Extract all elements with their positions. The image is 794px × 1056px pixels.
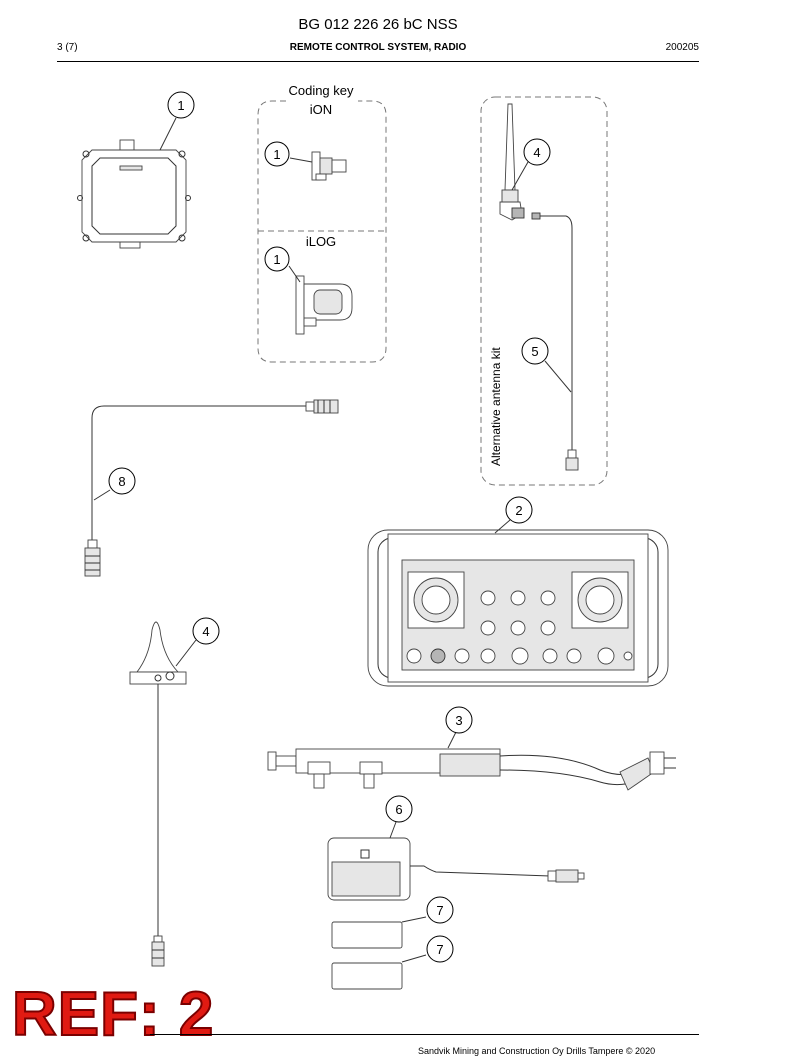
section-title: REMOTE CONTROL SYSTEM, RADIO [289,42,467,53]
footer-rule [150,1034,699,1035]
ion-coding-key [289,151,347,181]
coding-key-ilog-label: iLOG [306,234,336,249]
callout-2-control-unit: 2 [505,496,533,524]
battery-charger [327,821,585,901]
battery-bottom [331,954,427,990]
coding-key-title: Coding key [288,83,354,98]
svg-text:4: 4 [533,145,540,160]
svg-text:5: 5 [531,344,538,359]
document-date: 200205 [665,42,699,53]
svg-text:2: 2 [515,503,522,518]
svg-text:1: 1 [177,98,184,113]
callout-1-ilog: 1 [264,246,290,272]
coding-key-frame [257,100,387,363]
receiver-box [77,117,191,249]
callout-5-antenna-cable: 5 [521,337,549,365]
svg-text:7: 7 [436,903,443,918]
svg-text:7: 7 [436,942,443,957]
callout-1-ion: 1 [264,141,290,167]
antenna-cable [531,212,579,471]
connection-cable [84,399,339,577]
page-number: 3 (7) [57,42,78,53]
coding-key-ion-label: iON [310,102,332,117]
callout-1-receiver: 1 [167,91,195,119]
svg-text:1: 1 [273,252,280,267]
svg-text:3: 3 [455,713,462,728]
svg-text:4: 4 [202,624,209,639]
svg-text:1: 1 [273,147,280,162]
puck-antenna [129,621,197,967]
header-rule [57,61,699,62]
control-unit [367,519,669,687]
callout-8-cable: 8 [108,467,136,495]
antenna-kit-label: Alternative antenna kit [489,347,503,466]
svg-text:6: 6 [395,802,402,817]
callout-7-battery-top: 7 [426,896,454,924]
reference-stamp: REF: 2 [11,980,215,1049]
antenna-kit-frame [480,96,608,486]
document-title: BG 012 226 26 bC NSS [298,16,458,33]
svg-text:8: 8 [118,474,125,489]
ilog-coding-key [288,265,353,335]
callout-7-battery-bottom: 7 [426,935,454,963]
callout-4-whip-antenna: 4 [523,138,551,166]
footer-copyright: Sandvik Mining and Construction Oy Drill… [418,1046,656,1056]
callout-3-harness: 3 [445,706,473,734]
callout-4-puck-antenna: 4 [192,617,220,645]
battery-top [331,916,427,949]
callout-6-charger: 6 [385,795,413,823]
carrying-harness [267,731,676,791]
whip-antenna [499,103,529,221]
